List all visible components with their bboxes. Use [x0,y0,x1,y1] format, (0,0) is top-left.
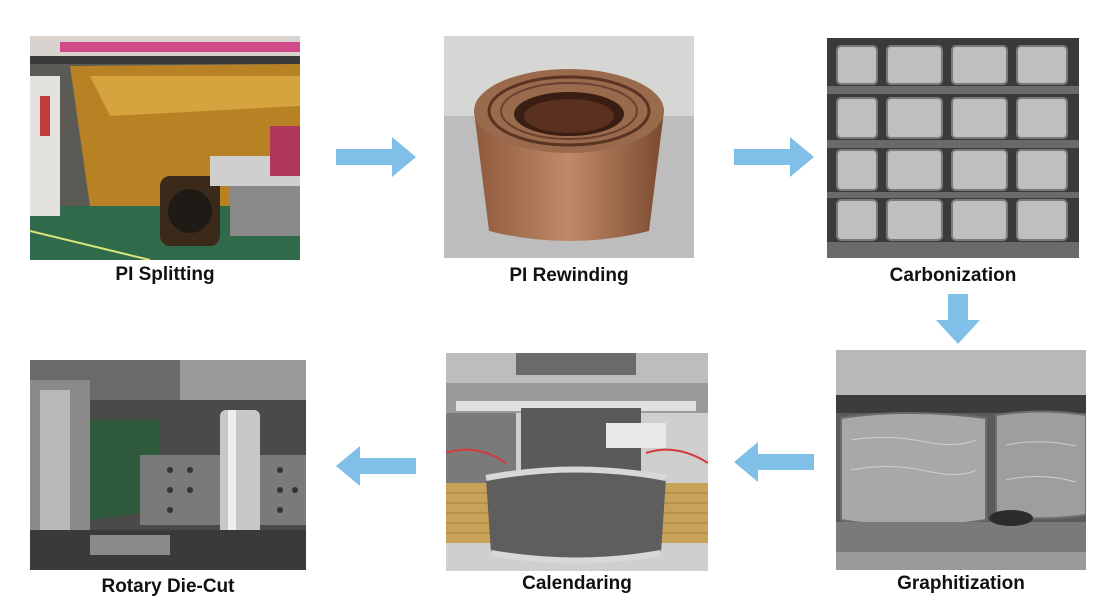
step-label-rotary-die-cut: Rotary Die-Cut [101,576,235,597]
carbonization-photo [827,38,1079,258]
calendaring-photo [446,353,708,571]
step-label-pi-splitting: PI Splitting [115,264,215,285]
arrow-left-icon [734,442,814,482]
step-label-graphitization: Graphitization [897,573,1025,594]
step-label-pi-rewinding: PI Rewinding [509,265,629,286]
arrow-right-icon [336,137,416,177]
step-label-calendaring: Calendaring [522,573,632,594]
pi-rewinding-photo [444,36,694,258]
arrow-right-icon [734,137,814,177]
arrow-left-icon [336,446,416,486]
pi-splitting-photo [30,36,300,260]
step-label-carbonization: Carbonization [889,265,1017,286]
rotary-die-cut-photo [30,360,306,570]
arrow-down-icon [936,294,980,344]
graphitization-photo [836,350,1086,570]
